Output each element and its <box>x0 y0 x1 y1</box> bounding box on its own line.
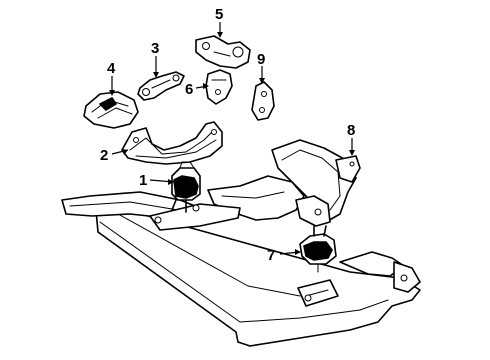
subframe-cradle <box>61 139 421 347</box>
part-2-mount-bracket <box>121 121 223 165</box>
callout-2: 2 <box>100 147 108 164</box>
leader-lines <box>109 22 355 255</box>
part-9-small-bracket <box>251 81 275 121</box>
callout-7: 7 <box>267 247 275 264</box>
part-4-support-bracket <box>83 91 139 129</box>
callout-5: 5 <box>215 6 223 23</box>
part-7-transmission-mount <box>299 225 337 273</box>
part-1-engine-mount <box>171 161 201 213</box>
part-6-link-bracket <box>205 69 233 105</box>
callout-1: 1 <box>139 172 147 189</box>
part-5-upper-mount <box>195 35 251 69</box>
callout-6: 6 <box>185 81 193 98</box>
callout-9: 9 <box>257 51 265 68</box>
callout-labels: 1 2 3 4 5 6 7 8 9 <box>100 6 355 264</box>
callout-4: 4 <box>107 60 116 77</box>
callout-8: 8 <box>347 122 355 139</box>
callout-3: 3 <box>151 40 159 57</box>
part-3-strut-bracket <box>137 71 185 101</box>
